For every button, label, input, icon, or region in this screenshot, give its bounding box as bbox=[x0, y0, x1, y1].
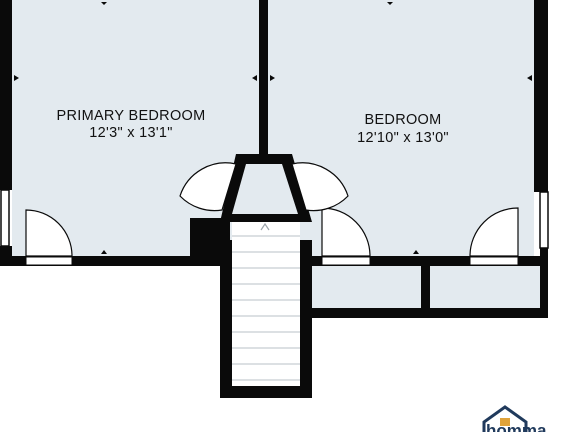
house-icon bbox=[482, 405, 528, 432]
walls bbox=[0, 0, 548, 398]
brand-logo[interactable]: homma bbox=[482, 405, 547, 432]
door-swings bbox=[25, 162, 519, 257]
stair-floor bbox=[232, 222, 300, 388]
primary-bedroom-name: PRIMARY BEDROOM bbox=[57, 108, 206, 124]
closet-left-floor bbox=[312, 266, 421, 308]
bedroom-dimensions: 12'10" x 13'0" bbox=[357, 130, 449, 146]
bedroom-name: BEDROOM bbox=[364, 112, 441, 128]
hall-door-frame bbox=[220, 154, 312, 222]
closet-right-floor bbox=[430, 266, 540, 308]
stair-treads bbox=[232, 235, 300, 381]
logo-text: homma bbox=[486, 421, 547, 432]
windows bbox=[0, 189, 549, 249]
stair-arrow bbox=[260, 222, 270, 231]
door-openings bbox=[25, 256, 519, 266]
wall-ticks bbox=[14, 2, 532, 254]
primary-bedroom-dimensions: 12'3" x 13'1" bbox=[89, 125, 172, 141]
window-icon bbox=[500, 418, 510, 426]
primary-bedroom-floor bbox=[12, 0, 259, 258]
